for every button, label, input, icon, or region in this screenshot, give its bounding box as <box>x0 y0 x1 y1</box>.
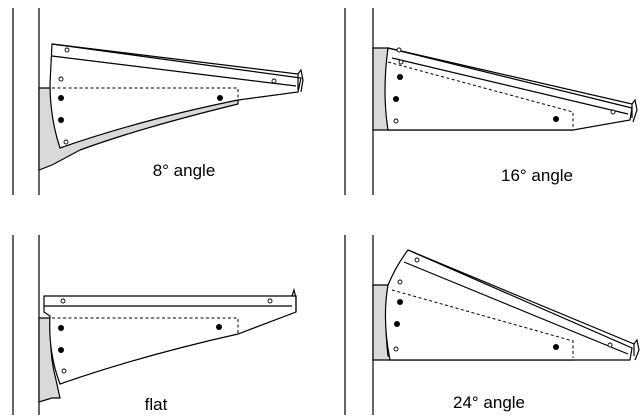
screw-hole <box>398 59 404 65</box>
angle-label: 16° angle <box>501 166 573 185</box>
shelf-edge <box>403 261 629 355</box>
screw-hole <box>63 139 69 145</box>
screw-hole <box>61 368 67 374</box>
bolt <box>553 344 559 350</box>
screw-hole <box>271 78 277 84</box>
bolt <box>397 74 403 80</box>
shelf-plate <box>384 47 633 131</box>
bolt <box>216 324 222 330</box>
shelf-edge <box>391 57 629 115</box>
screw-hole <box>393 346 399 352</box>
shelf-hook <box>633 338 640 361</box>
screw-hole <box>414 257 420 263</box>
bolt <box>58 347 64 353</box>
screw-hole <box>393 118 399 124</box>
bolt <box>553 116 559 122</box>
screw-hole <box>58 76 64 82</box>
panel-flat: flat <box>12 235 297 415</box>
screw-hole <box>396 47 402 53</box>
shelf-hook <box>631 98 638 123</box>
bolt <box>393 96 399 102</box>
shelf-hook <box>291 287 297 312</box>
panel-24-degree: 24° angle <box>344 235 640 415</box>
screw-hole <box>607 342 613 348</box>
screw-hole <box>60 298 66 304</box>
shelf-plate <box>49 43 302 149</box>
hidden-bracket-edge <box>52 317 239 334</box>
shelf-plate <box>43 295 297 385</box>
screw-hole <box>610 109 616 115</box>
hidden-bracket-edge <box>52 87 239 104</box>
bolt <box>397 299 403 305</box>
screw-hole <box>267 298 273 304</box>
angle-label: flat <box>145 395 168 414</box>
angle-label: 24° angle <box>453 393 525 412</box>
panel-8-degree: 8° angle <box>12 8 304 195</box>
angle-label: 8° angle <box>153 161 216 180</box>
bolt <box>217 95 223 101</box>
screw-hole <box>64 47 70 53</box>
bolt <box>58 325 64 331</box>
bolt <box>58 95 64 101</box>
bolt <box>394 321 400 327</box>
shelf-hook <box>297 68 304 93</box>
screw-hole <box>397 279 403 285</box>
panel-16-degree: 16° angle <box>344 8 638 195</box>
shelf-edge <box>51 55 297 87</box>
bolt <box>58 117 64 123</box>
hidden-bracket-edge <box>391 289 574 358</box>
